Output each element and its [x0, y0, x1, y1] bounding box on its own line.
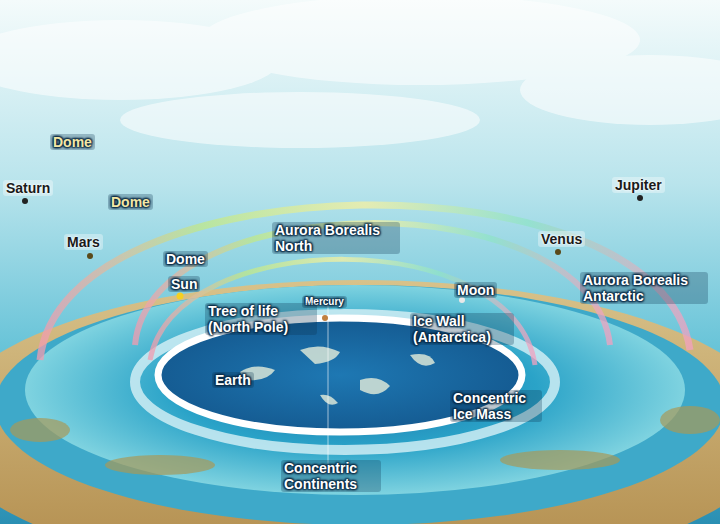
region-label: Concentric Ice Mass: [450, 390, 542, 422]
planet-label: Jupiter: [612, 177, 665, 193]
dome-label: Dome: [108, 194, 153, 210]
dome-label: Dome: [163, 251, 208, 267]
planet-label: Mars: [64, 234, 103, 250]
aurora-label: Aurora Borealis North: [272, 222, 400, 254]
planet-label: Moon: [454, 282, 497, 298]
region-label: Concentric Continents: [281, 460, 381, 492]
planet-label: Saturn: [3, 180, 53, 196]
region-label: Earth: [212, 372, 254, 388]
aurora-label: Aurora Borealis Antarctic: [580, 272, 708, 304]
region-label: Tree of life (North Pole): [205, 303, 317, 335]
region-label: Ice Wall (Antarctica): [410, 313, 514, 345]
planet-label: Sun: [168, 276, 200, 292]
dome-label: Dome: [50, 134, 95, 150]
planet-label: Venus: [538, 231, 585, 247]
